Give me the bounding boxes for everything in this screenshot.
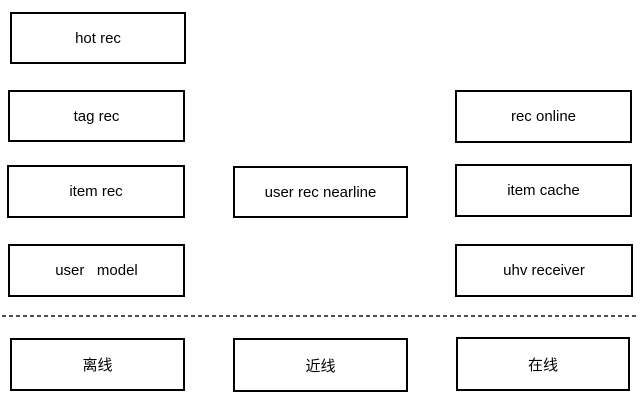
node-item-rec: item rec bbox=[7, 165, 185, 218]
node-tag-rec: tag rec bbox=[8, 90, 185, 142]
node-uhv-receiver: uhv receiver bbox=[455, 244, 633, 297]
node-hot-rec: hot rec bbox=[10, 12, 186, 64]
lane-divider-dashed-line bbox=[2, 315, 638, 317]
lane-label-online: 在线 bbox=[456, 337, 630, 391]
lane-label-nearline: 近线 bbox=[233, 338, 408, 392]
node-user-model: user model bbox=[8, 244, 185, 297]
node-rec-online: rec online bbox=[455, 90, 632, 143]
node-user-rec-nearline: user rec nearline bbox=[233, 166, 408, 218]
node-item-cache: item cache bbox=[455, 164, 632, 217]
lane-label-offline: 离线 bbox=[10, 338, 185, 391]
